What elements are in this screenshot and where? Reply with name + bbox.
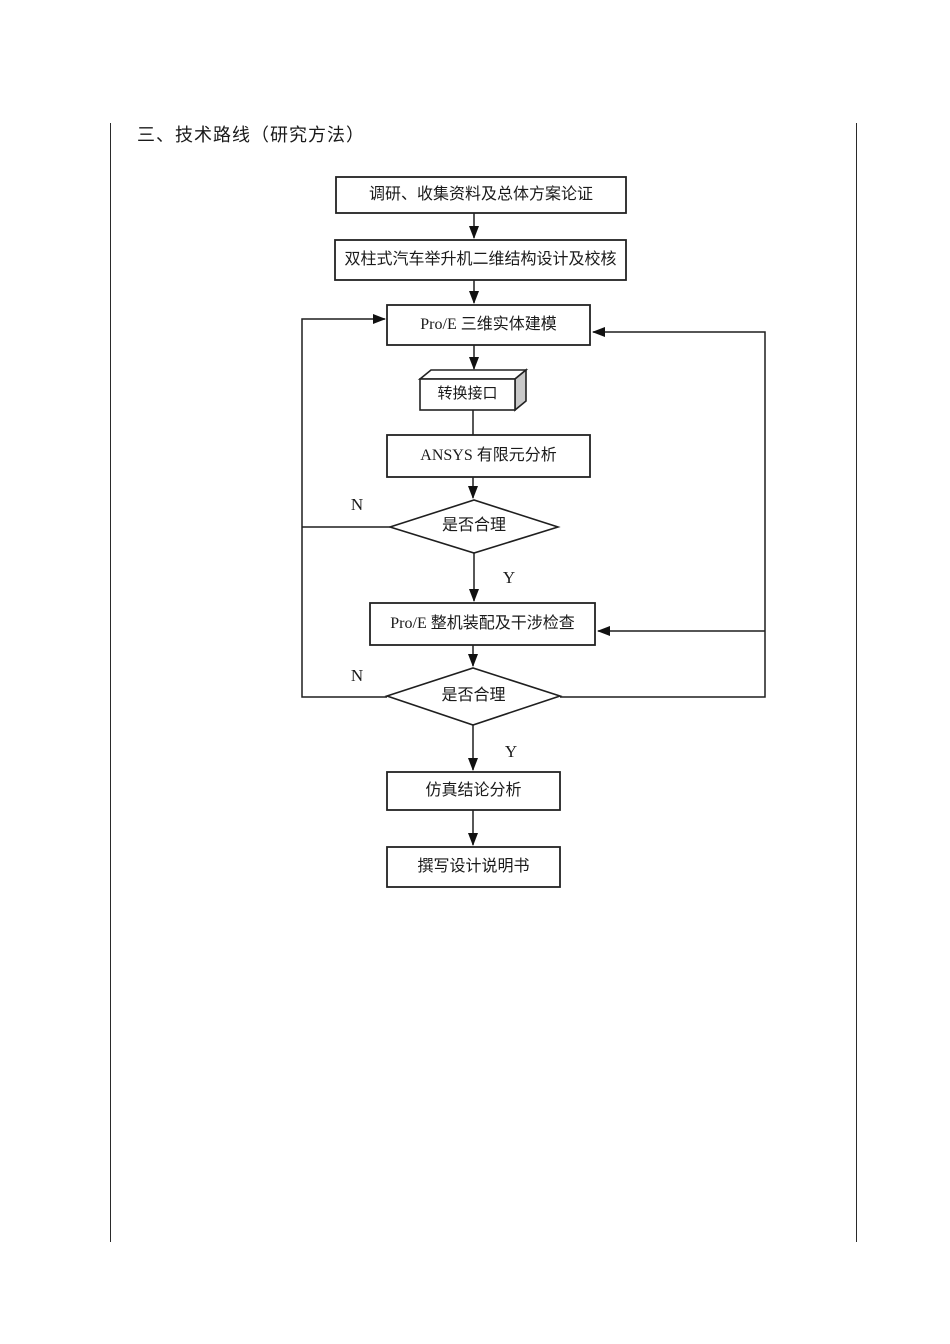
edge-right-feedback-proe (560, 327, 766, 698)
table-cell-border-right (856, 123, 857, 1242)
table-cell-border-left (110, 123, 111, 1242)
node-research-box (335, 176, 627, 214)
node-decision2-diamond (384, 667, 563, 726)
node-ansys-label: ANSYS 有限元分析 (420, 446, 557, 464)
node-proe-model-box (386, 304, 591, 346)
node-writeup-label: 撰写设计说明书 (417, 857, 530, 875)
node-decision2-label: 是否合理 (441, 687, 506, 705)
node-interface-label: 转换接口 (437, 385, 498, 402)
branch-label-decision1-yes: Y (502, 568, 516, 587)
node-simulation-label: 仿真结论分析 (425, 781, 522, 799)
node-decision1-label: 是否合理 (441, 517, 506, 535)
node-simulation-box (386, 771, 561, 811)
branch-label-decision2-no: N (350, 666, 364, 685)
branch-label-decision1-no: N (350, 495, 364, 514)
node-interface-top-face (417, 369, 529, 380)
node-design2d-box (334, 239, 627, 281)
node-research-label: 调研、收集资料及总体方案论证 (368, 185, 593, 203)
node-interface-front-face (419, 378, 516, 411)
node-assembly-box (369, 602, 596, 646)
section-title: 三、技术路线（研究方法） (137, 125, 365, 145)
branch-label-decision2-yes: Y (504, 742, 518, 761)
node-writeup-box (386, 846, 561, 888)
edge-left-feedback (301, 314, 387, 698)
node-ansys-box (386, 434, 591, 478)
node-assembly-label: Pro/E 整机装配及干涉检查 (390, 614, 575, 632)
node-decision1-diamond (387, 499, 561, 554)
node-proe-model-label: Pro/E 三维实体建模 (420, 315, 557, 333)
node-design2d-label: 双柱式汽车举升机二维结构设计及校核 (344, 250, 617, 268)
